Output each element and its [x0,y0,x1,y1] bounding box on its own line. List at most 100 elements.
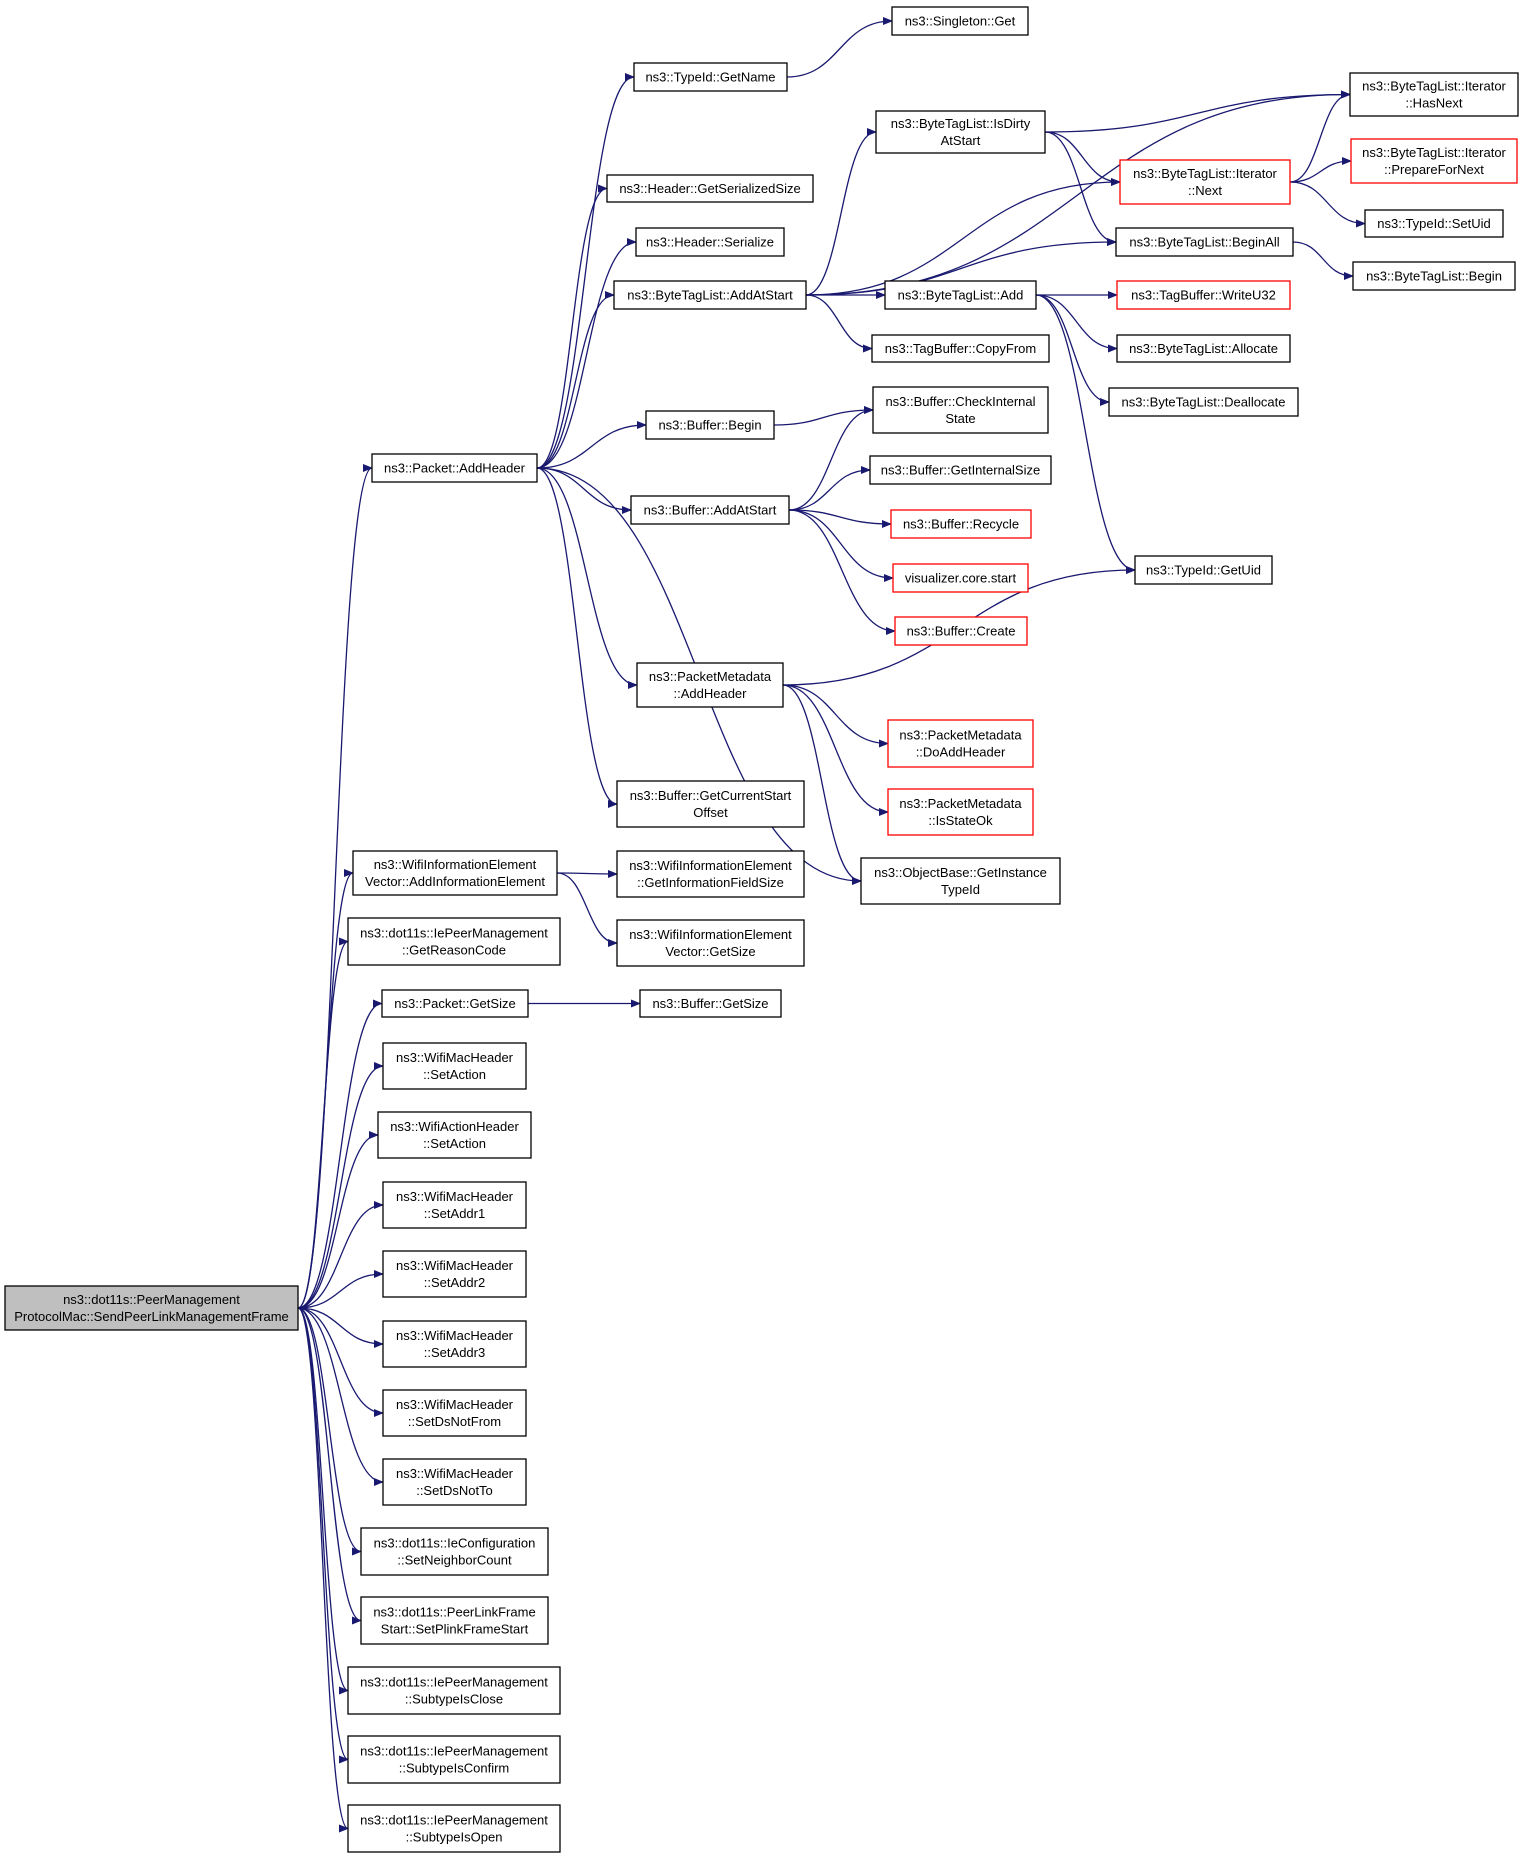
graph-node-btl_beginall[interactable]: ns3::ByteTagList::BeginAll [1115,227,1294,257]
node-box-buffer_checkinternal[interactable] [872,386,1049,434]
graph-node-btl_iter_hasnext[interactable]: ns3::ByteTagList::Iterator::HasNext [1349,72,1519,117]
graph-node-pm_isstateok[interactable]: ns3::PacketMetadata::IsStateOk [887,788,1034,836]
graph-node-wifiie_add[interactable]: ns3::WifiInformationElementVector::AddIn… [352,850,558,896]
graph-node-btl_begin[interactable]: ns3::ByteTagList::Begin [1352,261,1516,291]
graph-node-buffer_getsize[interactable]: ns3::Buffer::GetSize [639,989,782,1018]
node-box-wifiie_getinfosize[interactable] [616,850,805,898]
graph-node-btl_iter_next[interactable]: ns3::ByteTagList::Iterator::Next [1119,159,1291,205]
node-box-btl_add[interactable] [884,280,1037,310]
graph-node-btl_iter_prepare[interactable]: ns3::ByteTagList::Iterator::PrepareForNe… [1350,138,1518,184]
graph-node-root[interactable]: ns3::dot11s::PeerManagementProtocolMac::… [4,1285,299,1331]
graph-node-viz_start[interactable]: visualizer.core.start [892,563,1029,593]
graph-node-wmh_dsnotto[interactable]: ns3::WifiMacHeader::SetDsNotTo [382,1458,527,1506]
node-box-iecfg_neighbor[interactable] [360,1527,549,1576]
node-box-btl_deallocate[interactable] [1108,387,1299,417]
graph-node-wmh_dsnotfrom[interactable]: ns3::WifiMacHeader::SetDsNotFrom [382,1389,527,1437]
graph-node-buffer_getinternalsize[interactable]: ns3::Buffer::GetInternalSize [869,455,1052,485]
node-box-wmh_setaction[interactable] [382,1042,527,1090]
node-box-wmh_addr1[interactable] [382,1181,527,1229]
node-box-iepm_reason[interactable] [347,917,561,966]
graph-node-buffer_begin[interactable]: ns3::Buffer::Begin [645,410,775,440]
node-box-iepm_open[interactable] [347,1804,561,1853]
graph-node-iepm_close[interactable]: ns3::dot11s::IePeerManagement::SubtypeIs… [347,1666,561,1715]
graph-node-buffer_create[interactable]: ns3::Buffer::Create [894,616,1028,646]
graph-node-typeid_setuid[interactable]: ns3::TypeId::SetUid [1364,209,1504,238]
node-box-wmh_dsnotto[interactable] [382,1458,527,1506]
graph-node-iepm_open[interactable]: ns3::dot11s::IePeerManagement::SubtypeIs… [347,1804,561,1853]
node-box-typeid_getname[interactable] [633,62,788,92]
node-box-pm_isstateok[interactable] [887,788,1034,836]
graph-node-iepm_reason[interactable]: ns3::dot11s::IePeerManagement::GetReason… [347,917,561,966]
graph-node-tagbuffer_writeu32[interactable]: ns3::TagBuffer::WriteU32 [1116,280,1291,310]
graph-node-typeid_getname[interactable]: ns3::TypeId::GetName [633,62,788,92]
graph-node-header_serialize[interactable]: ns3::Header::Serialize [635,227,785,257]
node-box-viz_start[interactable] [892,563,1029,593]
node-box-packet_getsize[interactable] [381,989,529,1018]
node-box-typeid_getuid[interactable] [1134,555,1273,585]
graph-node-pm_addheader[interactable]: ns3::PacketMetadata::AddHeader [636,662,784,708]
node-box-pm_doaddheader[interactable] [887,719,1034,768]
node-box-plfs_set[interactable] [360,1596,549,1645]
node-box-tagbuffer_copyfrom[interactable] [871,334,1050,363]
node-box-root[interactable] [4,1285,299,1331]
graph-node-wifiie_getsize[interactable]: ns3::WifiInformationElementVector::GetSi… [616,919,805,967]
node-box-objbase_getinstance[interactable] [860,857,1061,905]
graph-node-btl_deallocate[interactable]: ns3::ByteTagList::Deallocate [1108,387,1299,417]
graph-node-iepm_confirm[interactable]: ns3::dot11s::IePeerManagement::SubtypeIs… [347,1735,561,1784]
graph-node-packet_getsize[interactable]: ns3::Packet::GetSize [381,989,529,1018]
graph-node-plfs_set[interactable]: ns3::dot11s::PeerLinkFrameStart::SetPlin… [360,1596,549,1645]
node-box-iepm_confirm[interactable] [347,1735,561,1784]
node-box-wmh_addr2[interactable] [382,1250,527,1298]
node-box-wifiie_getsize[interactable] [616,919,805,967]
node-box-tagbuffer_writeu32[interactable] [1116,280,1291,310]
node-box-iepm_close[interactable] [347,1666,561,1715]
node-box-wmh_addr3[interactable] [382,1320,527,1368]
graph-node-buffer_recycle[interactable]: ns3::Buffer::Recycle [890,509,1032,539]
node-box-buffer_begin[interactable] [645,410,775,440]
graph-node-wmh_addr3[interactable]: ns3::WifiMacHeader::SetAddr3 [382,1320,527,1368]
graph-node-wifiie_getinfosize[interactable]: ns3::WifiInformationElement::GetInformat… [616,850,805,898]
node-box-buffer_getsize[interactable] [639,989,782,1018]
node-box-singleton_get[interactable] [891,6,1029,36]
graph-node-tagbuffer_copyfrom[interactable]: ns3::TagBuffer::CopyFrom [871,334,1050,363]
node-box-btl_iter_prepare[interactable] [1350,138,1518,184]
graph-node-buffer_addatstart[interactable]: ns3::Buffer::AddAtStart [630,495,790,525]
graph-node-typeid_getuid[interactable]: ns3::TypeId::GetUid [1134,555,1273,585]
node-box-buffer_recycle[interactable] [890,509,1032,539]
node-box-buffer_create[interactable] [894,616,1028,646]
node-box-buffer_getcurstart[interactable] [616,780,805,828]
graph-node-iecfg_neighbor[interactable]: ns3::dot11s::IeConfiguration::SetNeighbo… [360,1527,549,1576]
node-box-btl_iter_hasnext[interactable] [1349,72,1519,117]
graph-node-packet_addheader[interactable]: ns3::Packet::AddHeader [371,453,538,483]
node-box-wmh_dsnotfrom[interactable] [382,1389,527,1437]
graph-node-wmh_setaction[interactable]: ns3::WifiMacHeader::SetAction [382,1042,527,1090]
node-box-buffer_getinternalsize[interactable] [869,455,1052,485]
graph-node-wah_setaction[interactable]: ns3::WifiActionHeader::SetAction [377,1111,532,1159]
graph-node-btl_addatstart[interactable]: ns3::ByteTagList::AddAtStart [613,280,807,310]
node-box-pm_addheader[interactable] [636,662,784,708]
node-box-btl_allocate[interactable] [1116,334,1291,363]
graph-node-wmh_addr2[interactable]: ns3::WifiMacHeader::SetAddr2 [382,1250,527,1298]
graph-node-header_getsersize[interactable]: ns3::Header::GetSerializedSize [606,174,814,203]
node-box-btl_addatstart[interactable] [613,280,807,310]
node-box-wifiie_add[interactable] [352,850,558,896]
node-box-header_getsersize[interactable] [606,174,814,203]
node-box-btl_begin[interactable] [1352,261,1516,291]
node-box-header_serialize[interactable] [635,227,785,257]
graph-node-btl_allocate[interactable]: ns3::ByteTagList::Allocate [1116,334,1291,363]
graph-node-pm_doaddheader[interactable]: ns3::PacketMetadata::DoAddHeader [887,719,1034,768]
node-box-packet_addheader[interactable] [371,453,538,483]
node-box-buffer_addatstart[interactable] [630,495,790,525]
node-box-btl_iter_next[interactable] [1119,159,1291,205]
node-box-btl_beginall[interactable] [1115,227,1294,257]
node-box-typeid_setuid[interactable] [1364,209,1504,238]
node-box-btl_isdirty[interactable] [875,110,1046,154]
graph-node-wmh_addr1[interactable]: ns3::WifiMacHeader::SetAddr1 [382,1181,527,1229]
graph-node-singleton_get[interactable]: ns3::Singleton::Get [891,6,1029,36]
node-box-wah_setaction[interactable] [377,1111,532,1159]
graph-node-btl_add[interactable]: ns3::ByteTagList::Add [884,280,1037,310]
